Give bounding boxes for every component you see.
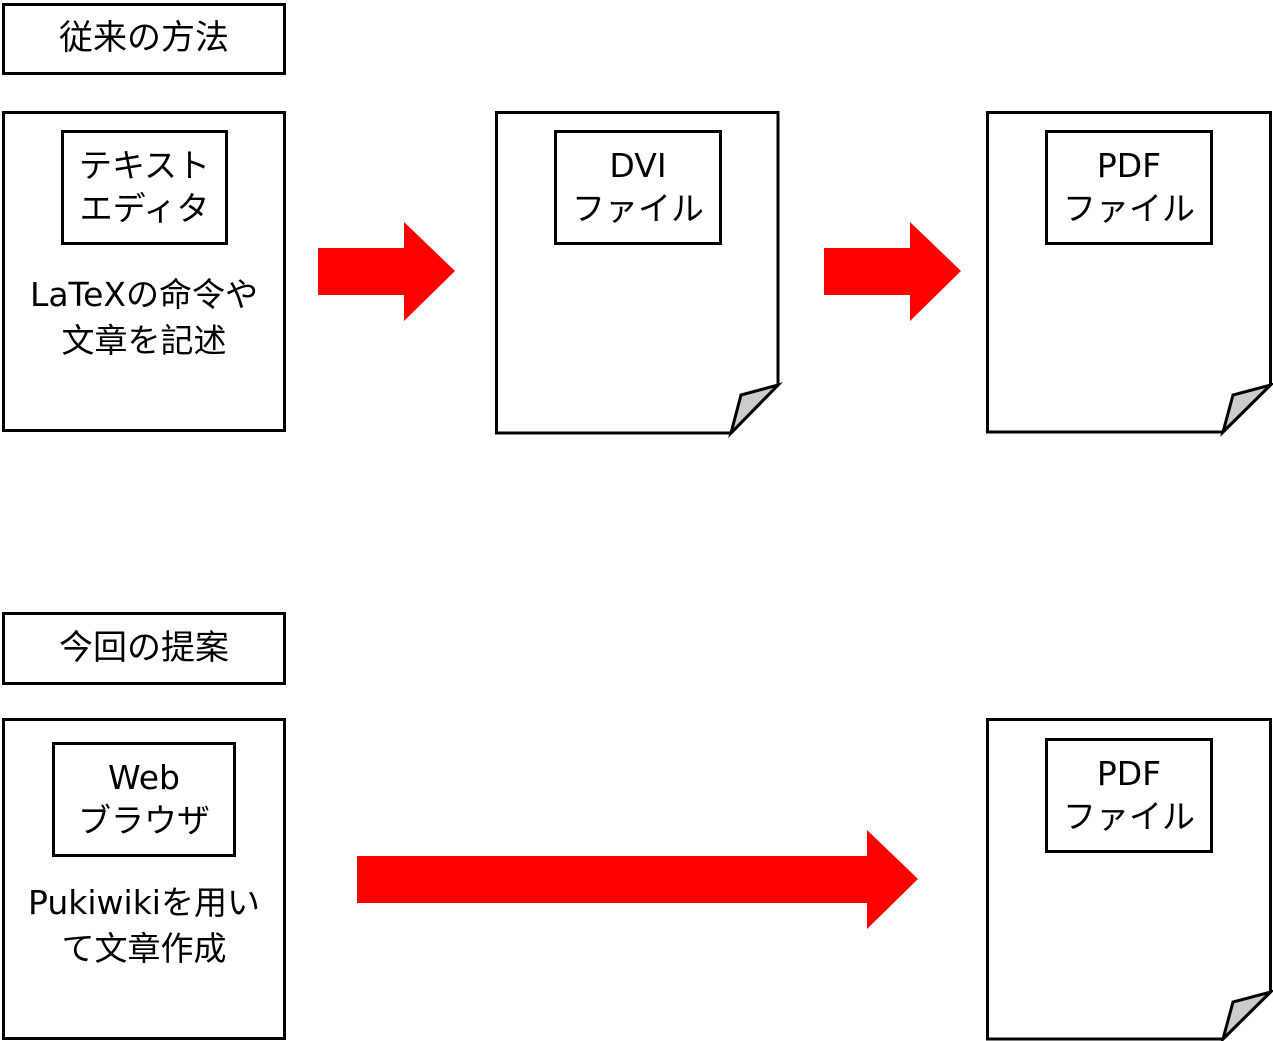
text-editor-description-line2: 文章を記述 bbox=[61, 321, 227, 361]
dvi-file-label-line2: ファイル bbox=[572, 188, 704, 228]
conventional-method-title-text: 従来の方法 bbox=[59, 18, 229, 59]
arrow-shape bbox=[318, 222, 455, 321]
text-editor-label-line1: テキスト bbox=[78, 145, 210, 185]
web-browser-label-line2: ブラウザ bbox=[78, 800, 210, 840]
arrow-shape bbox=[357, 830, 918, 929]
web-browser-description-line1: Pukiwikiを用い bbox=[28, 883, 260, 922]
text-editor-label: テキスト エディタ bbox=[61, 130, 228, 245]
pdf-file-label-line1: PDF bbox=[1096, 145, 1162, 185]
pdf-file-label-line2: ファイル bbox=[1063, 188, 1195, 228]
arrow-shape bbox=[824, 222, 961, 321]
page-fold bbox=[1220, 989, 1273, 1041]
arrow-dvi-to-pdf bbox=[824, 222, 961, 321]
web-browser-label: Web ブラウザ bbox=[52, 742, 236, 857]
arrow-browser-to-pdf bbox=[357, 830, 918, 929]
dvi-file-label-line1: DVI bbox=[609, 145, 667, 185]
page-fold bbox=[1220, 382, 1273, 437]
dvi-file-label: DVI ファイル bbox=[554, 130, 722, 245]
web-browser-label-line1: Web bbox=[108, 757, 180, 797]
arrow-editor-to-dvi bbox=[318, 222, 455, 321]
pdf-file-label-line2: ファイル bbox=[1063, 796, 1195, 836]
pdf-file-label-line1: PDF bbox=[1096, 753, 1162, 793]
text-editor-description: LaTeXの命令や 文章を記述 bbox=[2, 272, 286, 364]
page-fold bbox=[728, 382, 783, 439]
pdf-file-label-proposal: PDF ファイル bbox=[1045, 738, 1213, 853]
web-browser-description-line2: て文章作成 bbox=[61, 929, 227, 969]
conventional-method-title: 従来の方法 bbox=[2, 3, 286, 75]
proposal-title-text: 今回の提案 bbox=[59, 627, 229, 668]
text-editor-description-line1: LaTeXの命令や bbox=[29, 275, 259, 314]
pdf-file-label-conventional: PDF ファイル bbox=[1045, 130, 1213, 245]
proposal-title: 今回の提案 bbox=[2, 612, 286, 685]
text-editor-label-line2: エディタ bbox=[79, 188, 210, 228]
web-browser-description: Pukiwikiを用い て文章作成 bbox=[2, 880, 286, 972]
